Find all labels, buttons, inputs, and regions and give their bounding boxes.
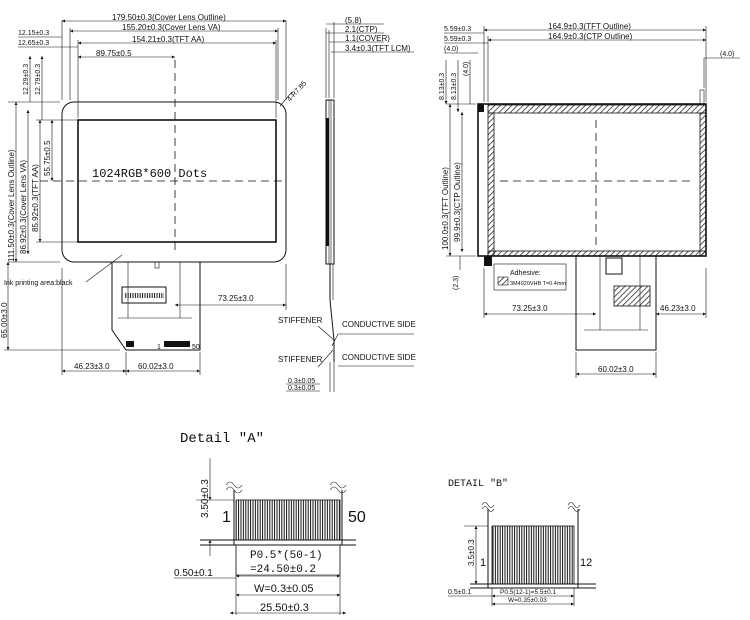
rear-dim-4-0-a: (4.0) bbox=[444, 46, 458, 53]
rear-dim-top-2: 8.13±0.3 bbox=[451, 73, 458, 100]
dim-center-y: 55.75±0.5 bbox=[43, 140, 52, 176]
front-pin-1: 1 bbox=[157, 344, 161, 351]
rear-dim-4-0-b: (4.0) bbox=[463, 62, 470, 76]
detail-b-title: DETAIL "B" bbox=[448, 478, 508, 490]
fpc-tail bbox=[111, 262, 201, 351]
detail-a: Detail "A" 1 50 3.50±0.3 P0.5*(50-1) =24… bbox=[174, 431, 366, 615]
dim-left-offset-1: 12.15±0.3 bbox=[18, 30, 49, 37]
rear-fpc-tail bbox=[575, 256, 657, 351]
detail-a-dim-height: 3.50±0.3 bbox=[200, 479, 211, 518]
rear-dim-fpc-right: 46.23±3.0 bbox=[660, 304, 696, 313]
side-dim-cover: 1.1(COVER) bbox=[345, 34, 390, 43]
detail-b-dim-height: 3.5±0.3 bbox=[467, 539, 476, 566]
dim-cover-lens-outline-h: 111.50±0.3(Cover Lens Outline) bbox=[7, 149, 16, 262]
rear-stiffener bbox=[613, 285, 651, 307]
detail-a-pin-last: 50 bbox=[348, 509, 366, 526]
rear-dim-tft-outline-h: 100.0±0.3(TFT Outline) bbox=[441, 167, 450, 250]
adhesive-legend bbox=[493, 263, 567, 291]
dim-tft-aa-w: 154.21±0.3(TFT AA) bbox=[132, 35, 205, 44]
rear-dim-left-1: 5.59±0.3 bbox=[444, 26, 471, 33]
front-dim-fpc-left: 46.23±3.0 bbox=[74, 362, 110, 371]
front-view: 1024RGB*600 Dots 179.50±0.3(Cover Lens O… bbox=[0, 13, 308, 375]
rear-dim-top-1: 8.13±0.3 bbox=[439, 73, 446, 100]
dim-cover-lens-va-h: 86.92±0.3(Cover Lens VA) bbox=[19, 160, 28, 254]
detail-a-title: Detail "A" bbox=[180, 431, 264, 447]
side-dim-total: (5.8) bbox=[345, 16, 362, 25]
stiffener-label-2: STIFFENER bbox=[278, 355, 323, 364]
conductive-label-2: CONDUCTIVE SIDE bbox=[342, 353, 416, 362]
rear-dim-2-3: (2.3) bbox=[453, 276, 460, 290]
rear-dim-ctp-outline-h: 99.9±0.3(CTP Outline) bbox=[453, 162, 462, 242]
detail-a-pitch-2: =24.50±0.2 bbox=[250, 564, 316, 576]
detail-a-pins bbox=[235, 499, 341, 541]
dim-cover-lens-outline-w: 179.50±0.3(Cover Lens Outline) bbox=[112, 13, 226, 22]
side-dim-tft-lcm: 3.4±0.3(TFT LCM) bbox=[345, 44, 411, 53]
front-dim-fpc-width: 60.02±3.0 bbox=[138, 362, 174, 371]
cover-lens-outline bbox=[61, 101, 287, 263]
detail-b-edge: 0.5±0.1 bbox=[448, 589, 471, 596]
front-pin-50: 50 bbox=[192, 344, 200, 351]
resolution-label: 1024RGB*600 Dots bbox=[92, 167, 207, 181]
adhesive-spec: 3M4920VHB T=0.4mm bbox=[510, 281, 566, 287]
rear-dim-4-0-right: (4.0) bbox=[720, 51, 734, 58]
detail-b-pins bbox=[491, 525, 575, 585]
detail-a-edge: 0.50±0.1 bbox=[174, 568, 213, 579]
rear-ctp-outline bbox=[477, 103, 707, 257]
dim-tft-aa-h: 85.92±0.3(TFT AA) bbox=[31, 164, 40, 232]
stiffener-label-1: STIFFENER bbox=[278, 316, 323, 325]
dim-top-offset-1: 12.29±0.3 bbox=[23, 64, 30, 95]
detail-b: DETAIL "B" 1 12 3.5±0.3 0.5±0.1 P0.5(12-… bbox=[448, 478, 596, 606]
rear-dim-left-2: 5.59±0.3 bbox=[444, 36, 471, 43]
dim-center-x: 89.75±0.5 bbox=[96, 49, 132, 58]
side-dim-ctp: 2.1(CTP) bbox=[345, 25, 378, 34]
fpc-connector bbox=[121, 286, 167, 304]
dim-left-offset-2: 12.65±0.3 bbox=[18, 40, 49, 47]
front-dim-fpc-right: 73.25±3.0 bbox=[218, 294, 254, 303]
side-view: (5.8) 2.1(CTP) 1.1(COVER) 3.4±0.3(TFT LC… bbox=[278, 16, 416, 392]
corner-radius-label: 4-R7.85 bbox=[286, 80, 308, 103]
rear-dim-tft-outline-w: 164.9±0.3(TFT Outline) bbox=[548, 22, 631, 31]
rear-dim-fpc-width: 60.02±3.0 bbox=[598, 365, 634, 374]
dim-top-offset-2: 12.79±0.3 bbox=[35, 64, 42, 95]
side-dim-thk-2: 0.3±0.05 bbox=[288, 385, 315, 392]
detail-a-pitch-1: P0.5*(50-1) bbox=[250, 550, 323, 562]
detail-b-pitch: P0.5(12-1)=5.5±0.1 bbox=[500, 589, 557, 596]
dim-cover-lens-va-w: 155.20±0.3(Cover Lens VA) bbox=[122, 23, 221, 32]
conductive-label-1: CONDUCTIVE SIDE bbox=[342, 320, 416, 329]
ink-printing-note: Ink printing area:black bbox=[4, 280, 73, 287]
adhesive-title: Adhesive: bbox=[510, 270, 541, 277]
detail-a-pin-first: 1 bbox=[222, 509, 231, 526]
detail-b-pin-last: 12 bbox=[580, 557, 592, 569]
detail-b-width: W=0.35±0.03 bbox=[508, 597, 547, 604]
detail-a-width: W=0.3±0.05 bbox=[254, 583, 314, 595]
side-dim-thk-1: 0.3±0.05 bbox=[288, 378, 315, 385]
dim-fpc-length: 65.00±3.0 bbox=[0, 302, 9, 338]
detail-b-pin-first: 1 bbox=[480, 557, 486, 569]
rear-dim-fpc-left: 73.25±3.0 bbox=[512, 304, 548, 313]
detail-a-total: 25.50±0.3 bbox=[260, 602, 309, 614]
rear-dim-ctp-outline-w: 164.9±0.3(CTP Outline) bbox=[548, 32, 633, 41]
rear-view: 164.9±0.3(TFT Outline) 164.9±0.3(CTP Out… bbox=[439, 22, 740, 378]
